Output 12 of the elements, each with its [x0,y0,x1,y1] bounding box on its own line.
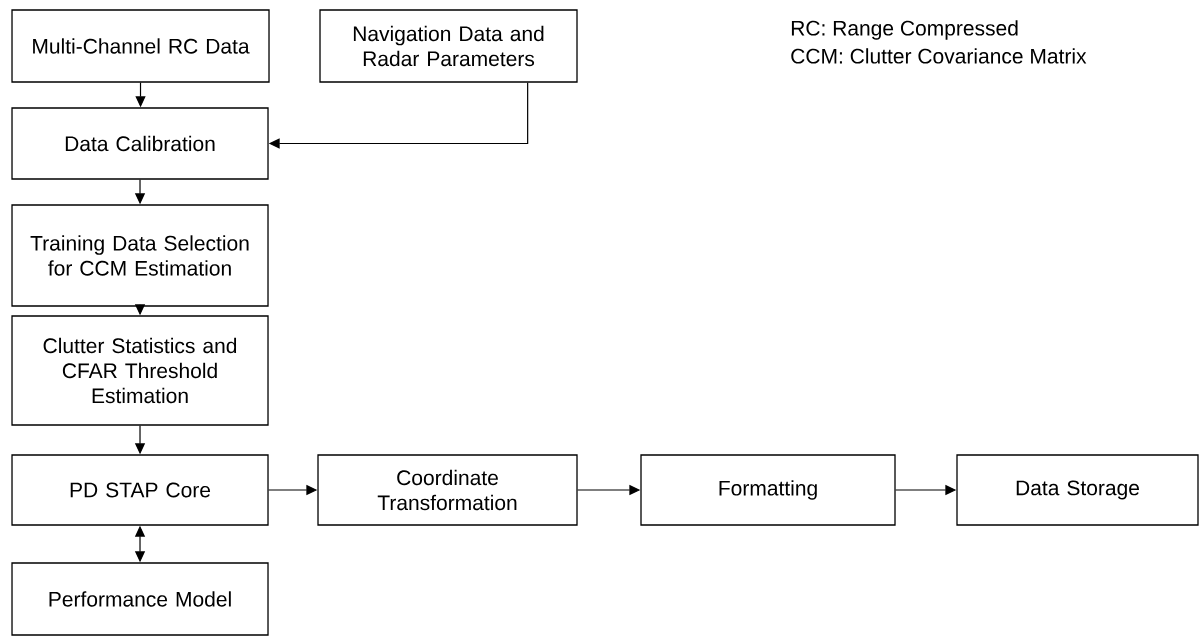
process-box: PD STAP Core [11,454,269,526]
process-box: Performance Model [11,562,269,636]
process-box: Data Storage [956,454,1199,526]
process-box: Formatting [640,454,896,526]
process-box: Multi-Channel RC Data [11,9,270,83]
process-box: Data Calibration [11,107,269,180]
process-box: Training Data Selection for CCM Estimation [11,204,269,307]
process-box: Navigation Data and Radar Parameters [319,9,578,83]
process-box: Coordinate Transformation [317,454,578,526]
note-text: RC: Range Compressed [791,20,1018,40]
note-text: CCM: Clutter Covariance Matrix [791,48,1087,64]
process-box: Clutter Statistics and CFAR Threshold Estimation [11,315,269,426]
